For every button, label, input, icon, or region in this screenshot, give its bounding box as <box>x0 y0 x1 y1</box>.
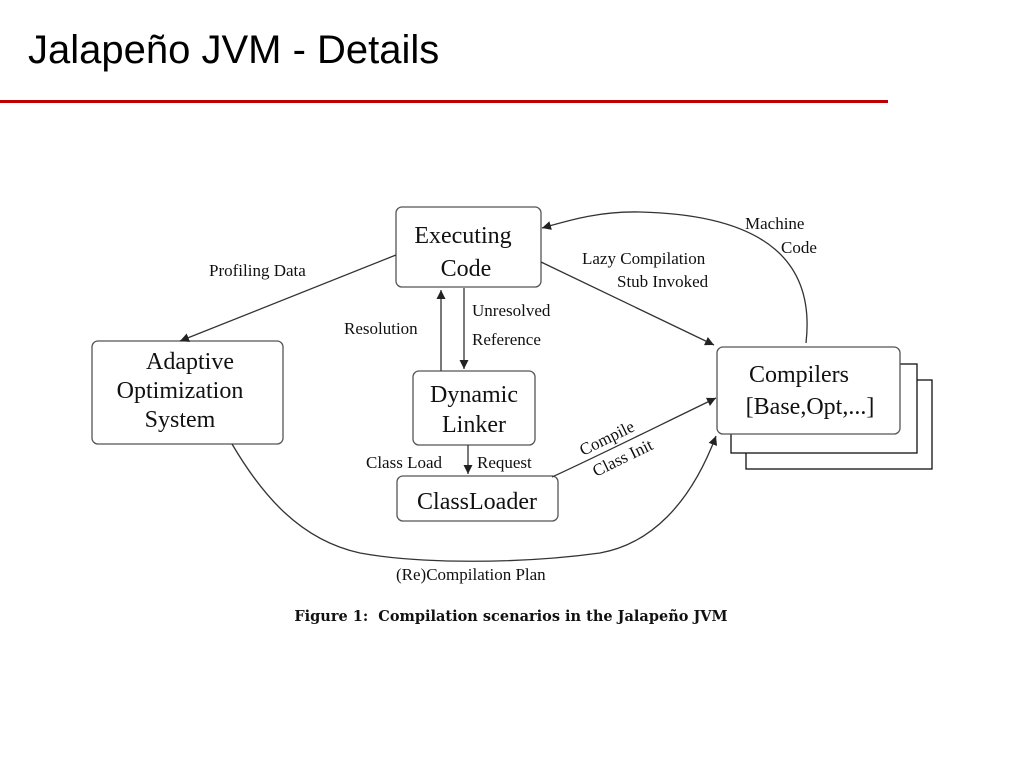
adaptive-optimization-label-1: Adaptive <box>146 349 234 375</box>
compile-class-init-arrow <box>551 397 717 478</box>
profiling-data-arrow <box>179 254 397 342</box>
slide-title: Jalapeño JVM - Details <box>28 28 440 72</box>
dynamic-linker-label-1: Dynamic <box>430 382 518 408</box>
dynamic-linker-label-2: Linker <box>442 412 506 438</box>
lazy-compilation-arrow <box>540 261 715 346</box>
unresolved-reference-label-1: Unresolved <box>472 301 551 320</box>
executing-code-label-1: Executing <box>414 223 511 249</box>
resolution-label: Resolution <box>344 319 418 338</box>
adaptive-optimization-label-2: Optimization <box>117 378 244 404</box>
machine-code-label-2: Code <box>781 238 817 257</box>
adaptive-optimization-label-3: System <box>145 407 216 433</box>
executing-code-label-2: Code <box>441 256 492 282</box>
unresolved-reference-label-2: Reference <box>472 330 541 349</box>
dynamic-linker-box <box>412 370 536 446</box>
lazy-compilation-label-1: Lazy Compilation <box>582 249 706 268</box>
machine-code-arrow <box>541 211 808 344</box>
title-divider <box>0 100 888 103</box>
compilers-box <box>716 346 901 435</box>
compilers-label-2: [Base,Opt,...] <box>746 394 875 420</box>
classloader-box <box>396 475 559 522</box>
figure-caption: Figure 1: Compilation scenarios in the J… <box>294 608 727 625</box>
compilers-label-1: Compilers <box>749 362 849 388</box>
executing-code-box <box>395 206 542 288</box>
machine-code-label-1: Machine <box>745 214 804 233</box>
profiling-data-label: Profiling Data <box>209 261 306 280</box>
classloader-label: ClassLoader <box>417 489 537 515</box>
class-load-label: Class Load <box>366 453 443 472</box>
lazy-compilation-label-2: Stub Invoked <box>617 272 709 291</box>
recompilation-plan-arrow <box>231 435 718 562</box>
request-label: Request <box>477 453 532 472</box>
recompilation-plan-label: (Re)Compilation Plan <box>396 565 546 584</box>
